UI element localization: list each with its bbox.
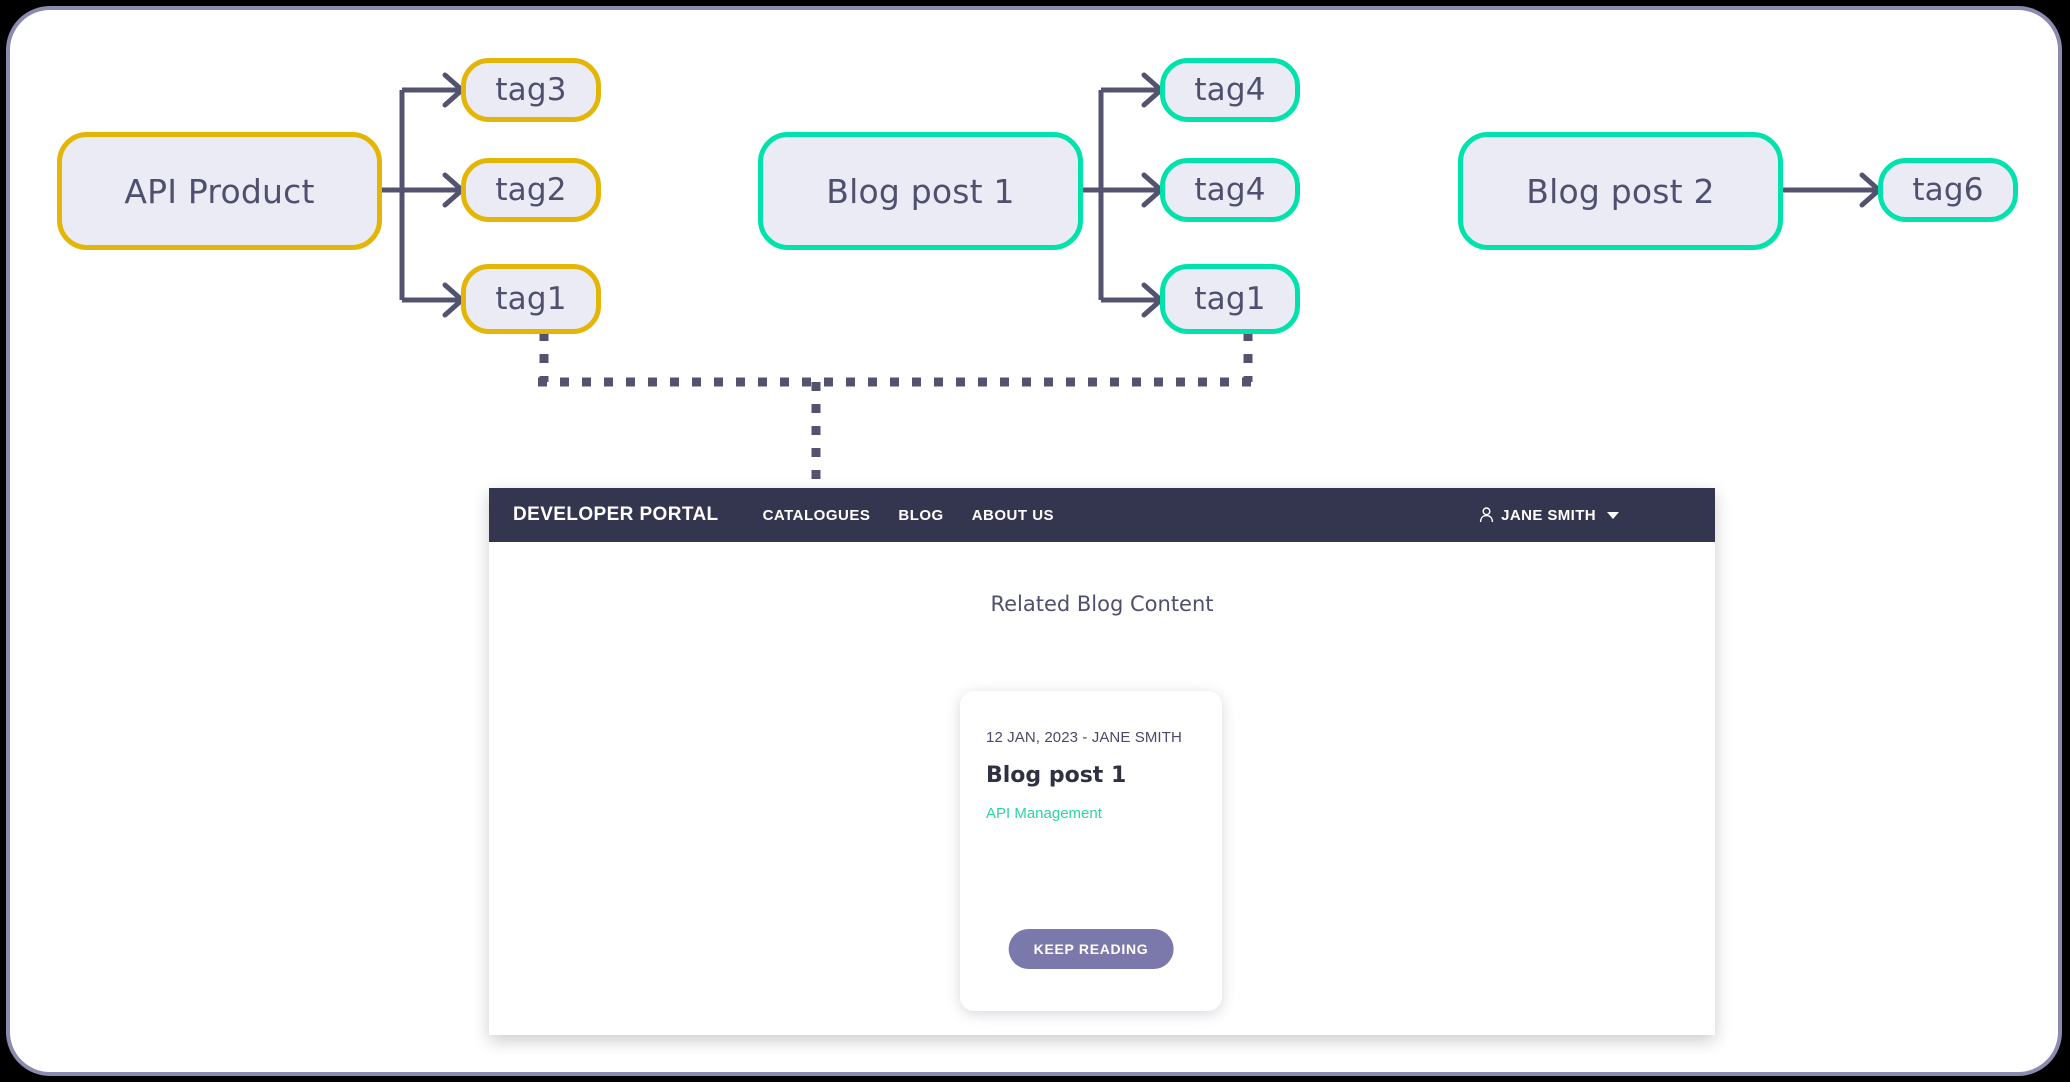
node-tag-api-2[interactable]: tag2 [461,158,601,222]
node-api-product[interactable]: API Product [57,132,382,250]
arrowhead-api-tag3 [442,72,465,108]
blog-card-title: Blog post 1 [986,763,1127,788]
node-label: tag3 [495,72,567,108]
user-name: JANE SMITH [1501,506,1596,524]
portal-body: Related Blog Content 12 JAN, 2023 - JANE… [489,542,1715,1035]
node-tag-api-3[interactable]: tag1 [461,264,601,334]
node-tag-api-1[interactable]: tag3 [461,58,601,122]
section-title: Related Blog Content [990,592,1214,616]
nav-item-about-us[interactable]: ABOUT US [971,506,1055,524]
arrowhead-bp2-tag6 [1859,172,1882,208]
chevron-down-icon [1607,511,1619,519]
arrowhead-bp1-tag4a [1141,72,1164,108]
node-label: tag6 [1912,172,1984,208]
blog-card[interactable]: 12 JAN, 2023 - JANE SMITH Blog post 1 AP… [960,691,1222,1011]
node-tag-bp1-1[interactable]: tag4 [1160,58,1300,122]
node-blog-post-1[interactable]: Blog post 1 [758,132,1083,250]
node-tag-bp1-3[interactable]: tag1 [1160,264,1300,334]
user-menu[interactable]: JANE SMITH [1479,488,1619,542]
arrowhead-api-tag1 [442,282,465,318]
node-label: API Product [124,171,315,211]
keep-reading-button[interactable]: KEEP READING [1008,929,1174,969]
node-label: tag4 [1194,172,1266,208]
node-label: Blog post 1 [826,171,1015,211]
node-tag-bp1-2[interactable]: tag4 [1160,158,1300,222]
nav-item-blog[interactable]: BLOG [898,506,944,524]
node-label: Blog post 2 [1526,171,1715,211]
blog-card-tag[interactable]: API Management [986,805,1102,822]
arrowhead-bp1-tag4b [1141,172,1164,208]
user-icon [1480,507,1494,523]
node-label: tag2 [495,172,567,208]
node-label: tag1 [1194,281,1266,317]
nav-item-catalogues[interactable]: CATALOGUES [762,506,871,524]
arrowhead-bp1-tag1 [1141,282,1164,318]
portal-header: DEVELOPER PORTAL CATALOGUES BLOG ABOUT U… [489,488,1715,542]
node-tag-bp2-1[interactable]: tag6 [1878,158,2018,222]
node-blog-post-2[interactable]: Blog post 2 [1458,132,1783,250]
node-label: tag4 [1194,72,1266,108]
arrowhead-api-tag2 [442,172,465,208]
portal-brand[interactable]: DEVELOPER PORTAL [513,504,719,525]
developer-portal-panel: DEVELOPER PORTAL CATALOGUES BLOG ABOUT U… [489,488,1715,1035]
node-label: tag1 [495,281,567,317]
diagram-canvas: API Product tag3 tag2 tag1 Blog post 1 t… [6,6,2062,1076]
blog-card-meta: 12 JAN, 2023 - JANE SMITH [986,729,1182,746]
